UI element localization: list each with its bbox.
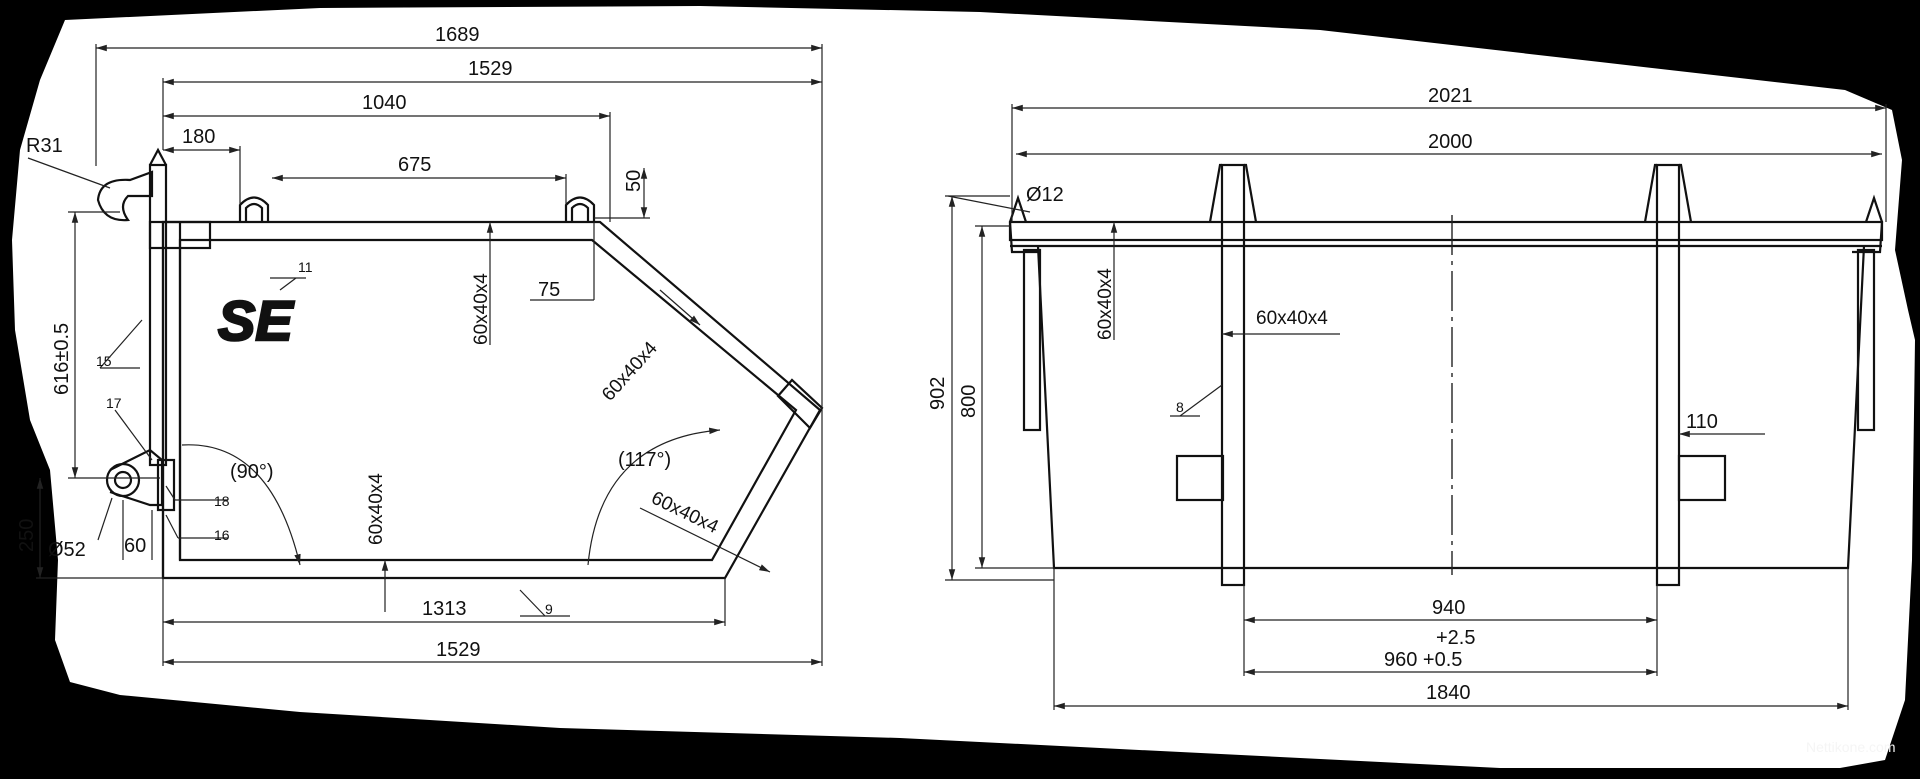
dim-block-width: 110 [1686, 411, 1718, 433]
part-number-15: 15 [96, 353, 112, 369]
dim-pin-width: 60 [124, 535, 146, 557]
part-number-11: 11 [298, 259, 313, 275]
dim-overall-width: 2021 [1428, 85, 1473, 107]
dim-angle-front: (117°) [618, 449, 671, 471]
part-number-17: 17 [106, 395, 122, 411]
dim-overall-length: 1689 [435, 24, 480, 46]
dim-overall-height: 902 [927, 377, 949, 410]
part-number-8: 8 [1176, 399, 1184, 415]
dim-hole-diameter: Ø12 [1026, 184, 1064, 206]
part-number-9: 9 [545, 601, 553, 617]
dim-lug-width: 75 [538, 279, 560, 301]
dim-lug-height: 50 [623, 170, 645, 192]
front-part-numbers: 8 [1176, 399, 1184, 415]
watermark-text: Nettikone.com [1806, 739, 1895, 755]
dim-profile-vertical: 60x40x4 [366, 473, 387, 545]
side-dimension-lines [27, 44, 823, 666]
dim-tolerance: +2.5 [1436, 627, 1475, 649]
dim-angle-rear: (90°) [230, 461, 274, 483]
dim-lug-offset: 180 [182, 126, 215, 148]
dim-base-length: 1529 [436, 639, 481, 661]
dim-inner-width: 2000 [1428, 131, 1473, 153]
dim-top-length: 1529 [468, 58, 513, 80]
dim-lug-spacing: 675 [398, 154, 431, 176]
dim-hook-height: 616±0.5 [51, 323, 73, 395]
front-view: 2021 2000 Ø12 902 800 60x40x4 60x40x4 11… [927, 85, 1887, 710]
dim-hook-radius: R31 [26, 135, 63, 157]
dim-front-profile-top: 60x40x4 [1095, 268, 1116, 340]
side-part-numbers: 11 15 17 18 16 9 [96, 259, 553, 617]
dim-body-height: 800 [958, 385, 980, 418]
dim-profile-top: 60x40x4 [471, 273, 492, 345]
part-number-18: 18 [214, 493, 230, 509]
dim-post-spacing: 940 [1432, 597, 1465, 619]
logo-mark: SE [218, 289, 294, 352]
dim-front-profile-post: 60x40x4 [1256, 308, 1328, 329]
dim-pin-diameter: Ø52 [48, 539, 86, 561]
dim-to-lift-lug: 1040 [362, 92, 407, 114]
part-number-16: 16 [214, 527, 230, 543]
front-body [1008, 163, 1884, 587]
front-dimension-lines [945, 104, 1887, 710]
dim-pin-height: 250 [16, 519, 38, 552]
dim-post-outer: 960 +0.5 [1384, 649, 1462, 671]
front-dimension-labels: 2021 2000 Ø12 902 800 60x40x4 60x40x4 11… [927, 85, 1718, 704]
dim-bottom-length: 1313 [422, 598, 467, 620]
dim-base-width: 1840 [1426, 682, 1471, 704]
